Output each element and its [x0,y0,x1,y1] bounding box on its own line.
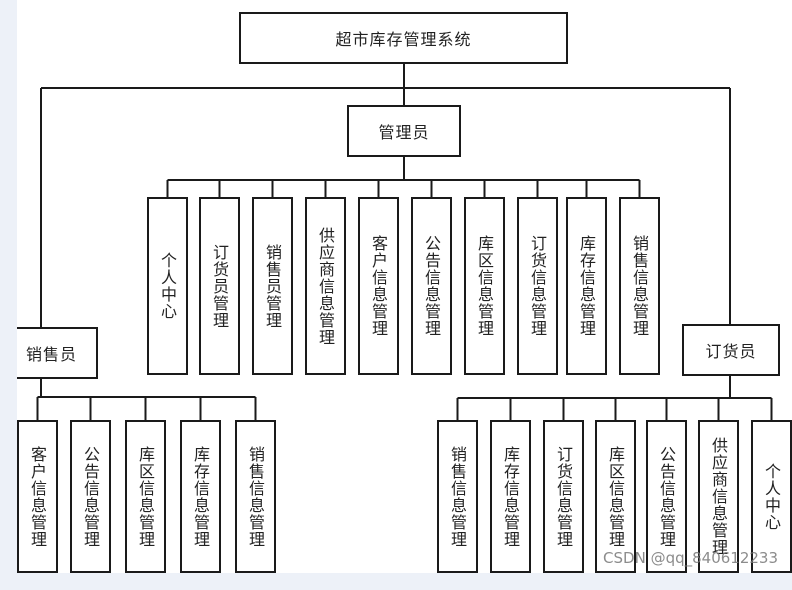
module-node: 个人中心 [751,420,792,573]
module-node: 订货信息管理 [517,197,558,375]
module-node: 销售信息管理 [235,420,276,573]
role-node-sales: 销售员 [17,327,98,379]
connector-lines [36,64,773,420]
root-node: 超市库存管理系统 [239,12,568,64]
module-node: 销售员管理 [252,197,293,375]
module-node: 客户信息管理 [17,420,58,573]
module-node: 公告信息管理 [411,197,452,375]
module-node: 订货信息管理 [543,420,584,573]
module-node: 销售信息管理 [619,197,660,375]
watermark: CSDN @qq_840612233 [603,549,778,567]
module-node: 库区信息管理 [595,420,636,573]
module-node: 库区信息管理 [125,420,166,573]
module-node: 订货员管理 [199,197,240,375]
role-node-admin: 管理员 [347,105,461,157]
module-node: 供应商信息管理 [305,197,346,375]
diagram-canvas: 超市库存管理系统 管理员 销售员 订货员 个人中心订货员管理销售员管理供应商信息… [17,0,792,573]
module-node: 库存信息管理 [566,197,607,375]
role-node-order: 订货员 [682,324,780,376]
module-node: 供应商信息管理 [698,420,739,573]
module-node: 个人中心 [147,197,188,375]
module-node: 库区信息管理 [464,197,505,375]
module-node: 库存信息管理 [180,420,221,573]
module-node: 公告信息管理 [646,420,687,573]
module-node: 销售信息管理 [437,420,478,573]
module-node: 客户信息管理 [358,197,399,375]
module-node: 公告信息管理 [70,420,111,573]
module-node: 库存信息管理 [490,420,531,573]
